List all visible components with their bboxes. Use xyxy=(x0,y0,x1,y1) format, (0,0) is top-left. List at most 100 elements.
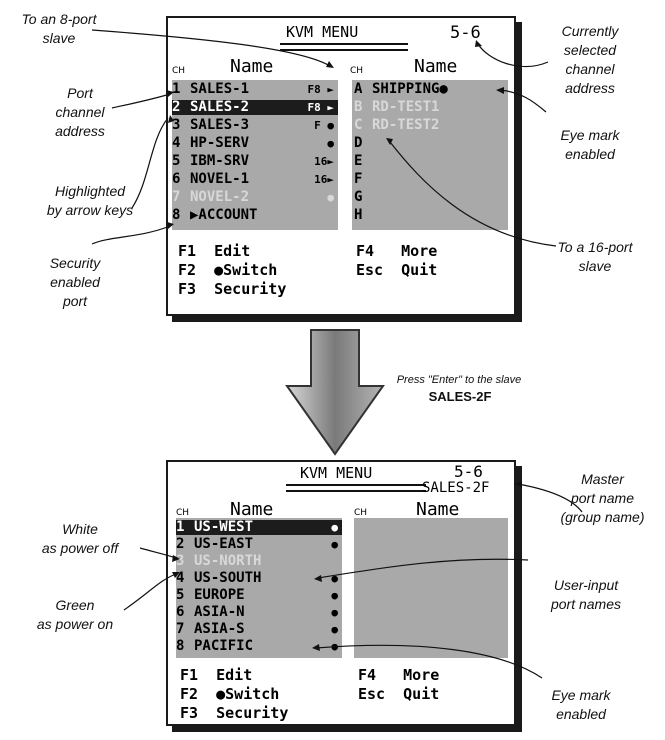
port-status-mark: F8 ► xyxy=(307,101,335,114)
annotation-user-input-port-names: User-input port names xyxy=(550,577,622,612)
port-status-mark: ● xyxy=(331,606,338,619)
channel-number: 2 xyxy=(172,99,181,115)
port-status-mark: ● xyxy=(327,137,334,150)
channel-number: A xyxy=(354,81,363,97)
port-status-mark: ● xyxy=(327,191,334,204)
bottom-left-name-label: Name xyxy=(230,499,274,520)
annotation-eye-mark-top: Eye mark enabled xyxy=(560,127,620,162)
channel-number: 8 xyxy=(176,638,185,654)
port-name: US-SOUTH xyxy=(194,570,262,586)
port-name: US-WEST xyxy=(194,519,254,535)
channel-number: 2 xyxy=(176,536,185,552)
channel-row[interactable]: E xyxy=(354,154,506,169)
channel-row[interactable]: 2 SALES-2 F8 ► xyxy=(172,100,338,115)
port-status-mark: ● xyxy=(331,521,338,534)
port-status-mark: 16► xyxy=(314,173,334,186)
channel-number: 4 xyxy=(176,570,185,586)
channel-row[interactable]: 4 HP-SERV ● xyxy=(172,136,338,151)
bottom-left-port-list xyxy=(176,518,342,658)
channel-number: E xyxy=(354,153,363,169)
channel-row[interactable]: F xyxy=(354,172,506,187)
top-left-name-label: Name xyxy=(230,56,274,77)
channel-row[interactable]: D xyxy=(354,136,506,151)
channel-row[interactable]: H xyxy=(354,208,506,223)
channel-row[interactable]: C RD-TEST2 xyxy=(354,118,506,133)
annotation-slave-name: SALES-2F xyxy=(428,389,492,404)
annotation-green-power-on: Green as power on xyxy=(36,597,114,632)
channel-number: F xyxy=(354,171,363,187)
port-status-mark: F ● xyxy=(314,119,334,132)
annotation-currently-selected-address: Currently selected channel address xyxy=(561,23,619,96)
down-arrow-icon xyxy=(285,329,385,456)
channel-row[interactable]: 8 ▶ACCOUNT xyxy=(172,208,338,223)
port-status-mark: ● xyxy=(331,589,338,602)
channel-row[interactable]: 1 US-WEST ● xyxy=(176,520,342,535)
channel-row[interactable]: 2 US-EAST ● xyxy=(176,537,342,552)
port-name: NOVEL-1 xyxy=(190,171,250,187)
channel-row[interactable]: 3 US-NORTH xyxy=(176,554,342,569)
channel-number: G xyxy=(354,189,363,205)
annotation-white-power-off: White as power off xyxy=(41,521,119,556)
annotation-port-channel-address: Port channel address xyxy=(55,85,105,139)
channel-row[interactable]: 6 ASIA-N ● xyxy=(176,605,342,620)
port-name: ▶ACCOUNT xyxy=(190,207,258,223)
channel-row[interactable]: 7 NOVEL-2 ● xyxy=(172,190,338,205)
channel-number: 8 xyxy=(172,207,181,223)
channel-number: 3 xyxy=(172,117,181,133)
port-status-mark: ● xyxy=(331,623,338,636)
channel-row[interactable]: A SHIPPING● xyxy=(354,82,506,97)
bottom-right-ch-label: CH xyxy=(354,508,368,518)
top-menu-address: 5-6 xyxy=(450,23,481,43)
channel-number: 5 xyxy=(172,153,181,169)
port-name: ASIA-S xyxy=(194,621,245,637)
top-menu-title: KVM MENU xyxy=(286,23,359,41)
bottom-title-underline xyxy=(286,484,426,492)
channel-row[interactable]: 7 ASIA-S ● xyxy=(176,622,342,637)
channel-number: H xyxy=(354,207,363,223)
channel-number: 6 xyxy=(176,604,185,620)
top-function-keys-right: F4 More Esc Quit xyxy=(356,242,438,279)
port-name: NOVEL-2 xyxy=(190,189,250,205)
channel-number: C xyxy=(354,117,363,133)
channel-number: 4 xyxy=(172,135,181,151)
port-name: PACIFIC xyxy=(194,638,254,654)
channel-number: 1 xyxy=(172,81,181,97)
bottom-menu-address: 5-6 xyxy=(454,462,483,481)
channel-row[interactable]: G xyxy=(354,190,506,205)
bottom-function-keys-left: F1 Edit F2 ●Switch F3 Security xyxy=(180,666,289,722)
channel-number: 7 xyxy=(172,189,181,205)
top-right-name-label: Name xyxy=(414,56,458,77)
port-name: US-EAST xyxy=(194,536,254,552)
port-status-mark: ● xyxy=(331,538,338,551)
port-name: SALES-2 xyxy=(190,99,250,115)
port-name: ASIA-N xyxy=(194,604,245,620)
port-name: SALES-1 xyxy=(190,81,250,97)
annotation-highlighted-by-arrow-keys: Highlighted by arrow keys xyxy=(46,183,134,218)
bottom-right-port-list xyxy=(354,518,508,658)
port-name: SHIPPING● xyxy=(372,81,448,97)
channel-number: 7 xyxy=(176,621,185,637)
annotation-to-16port-slave: To a 16-port slave xyxy=(557,239,633,274)
port-name: RD-TEST2 xyxy=(372,117,440,133)
bottom-function-keys-right: F4 More Esc Quit xyxy=(358,666,440,703)
bottom-left-ch-label: CH xyxy=(176,508,190,518)
channel-row[interactable]: 1 SALES-1 F8 ► xyxy=(172,82,338,97)
top-function-keys-left: F1 Edit F2 ●Switch F3 Security xyxy=(178,242,287,298)
port-name: HP-SERV xyxy=(190,135,250,151)
annotation-press-enter: Press "Enter" to the slave xyxy=(396,374,522,386)
port-name: US-NORTH xyxy=(194,553,262,569)
port-status-mark: F8 ► xyxy=(307,83,335,96)
channel-number: 3 xyxy=(176,553,185,569)
top-right-port-list xyxy=(352,80,508,230)
channel-number: 5 xyxy=(176,587,185,603)
channel-number: 1 xyxy=(176,519,185,535)
